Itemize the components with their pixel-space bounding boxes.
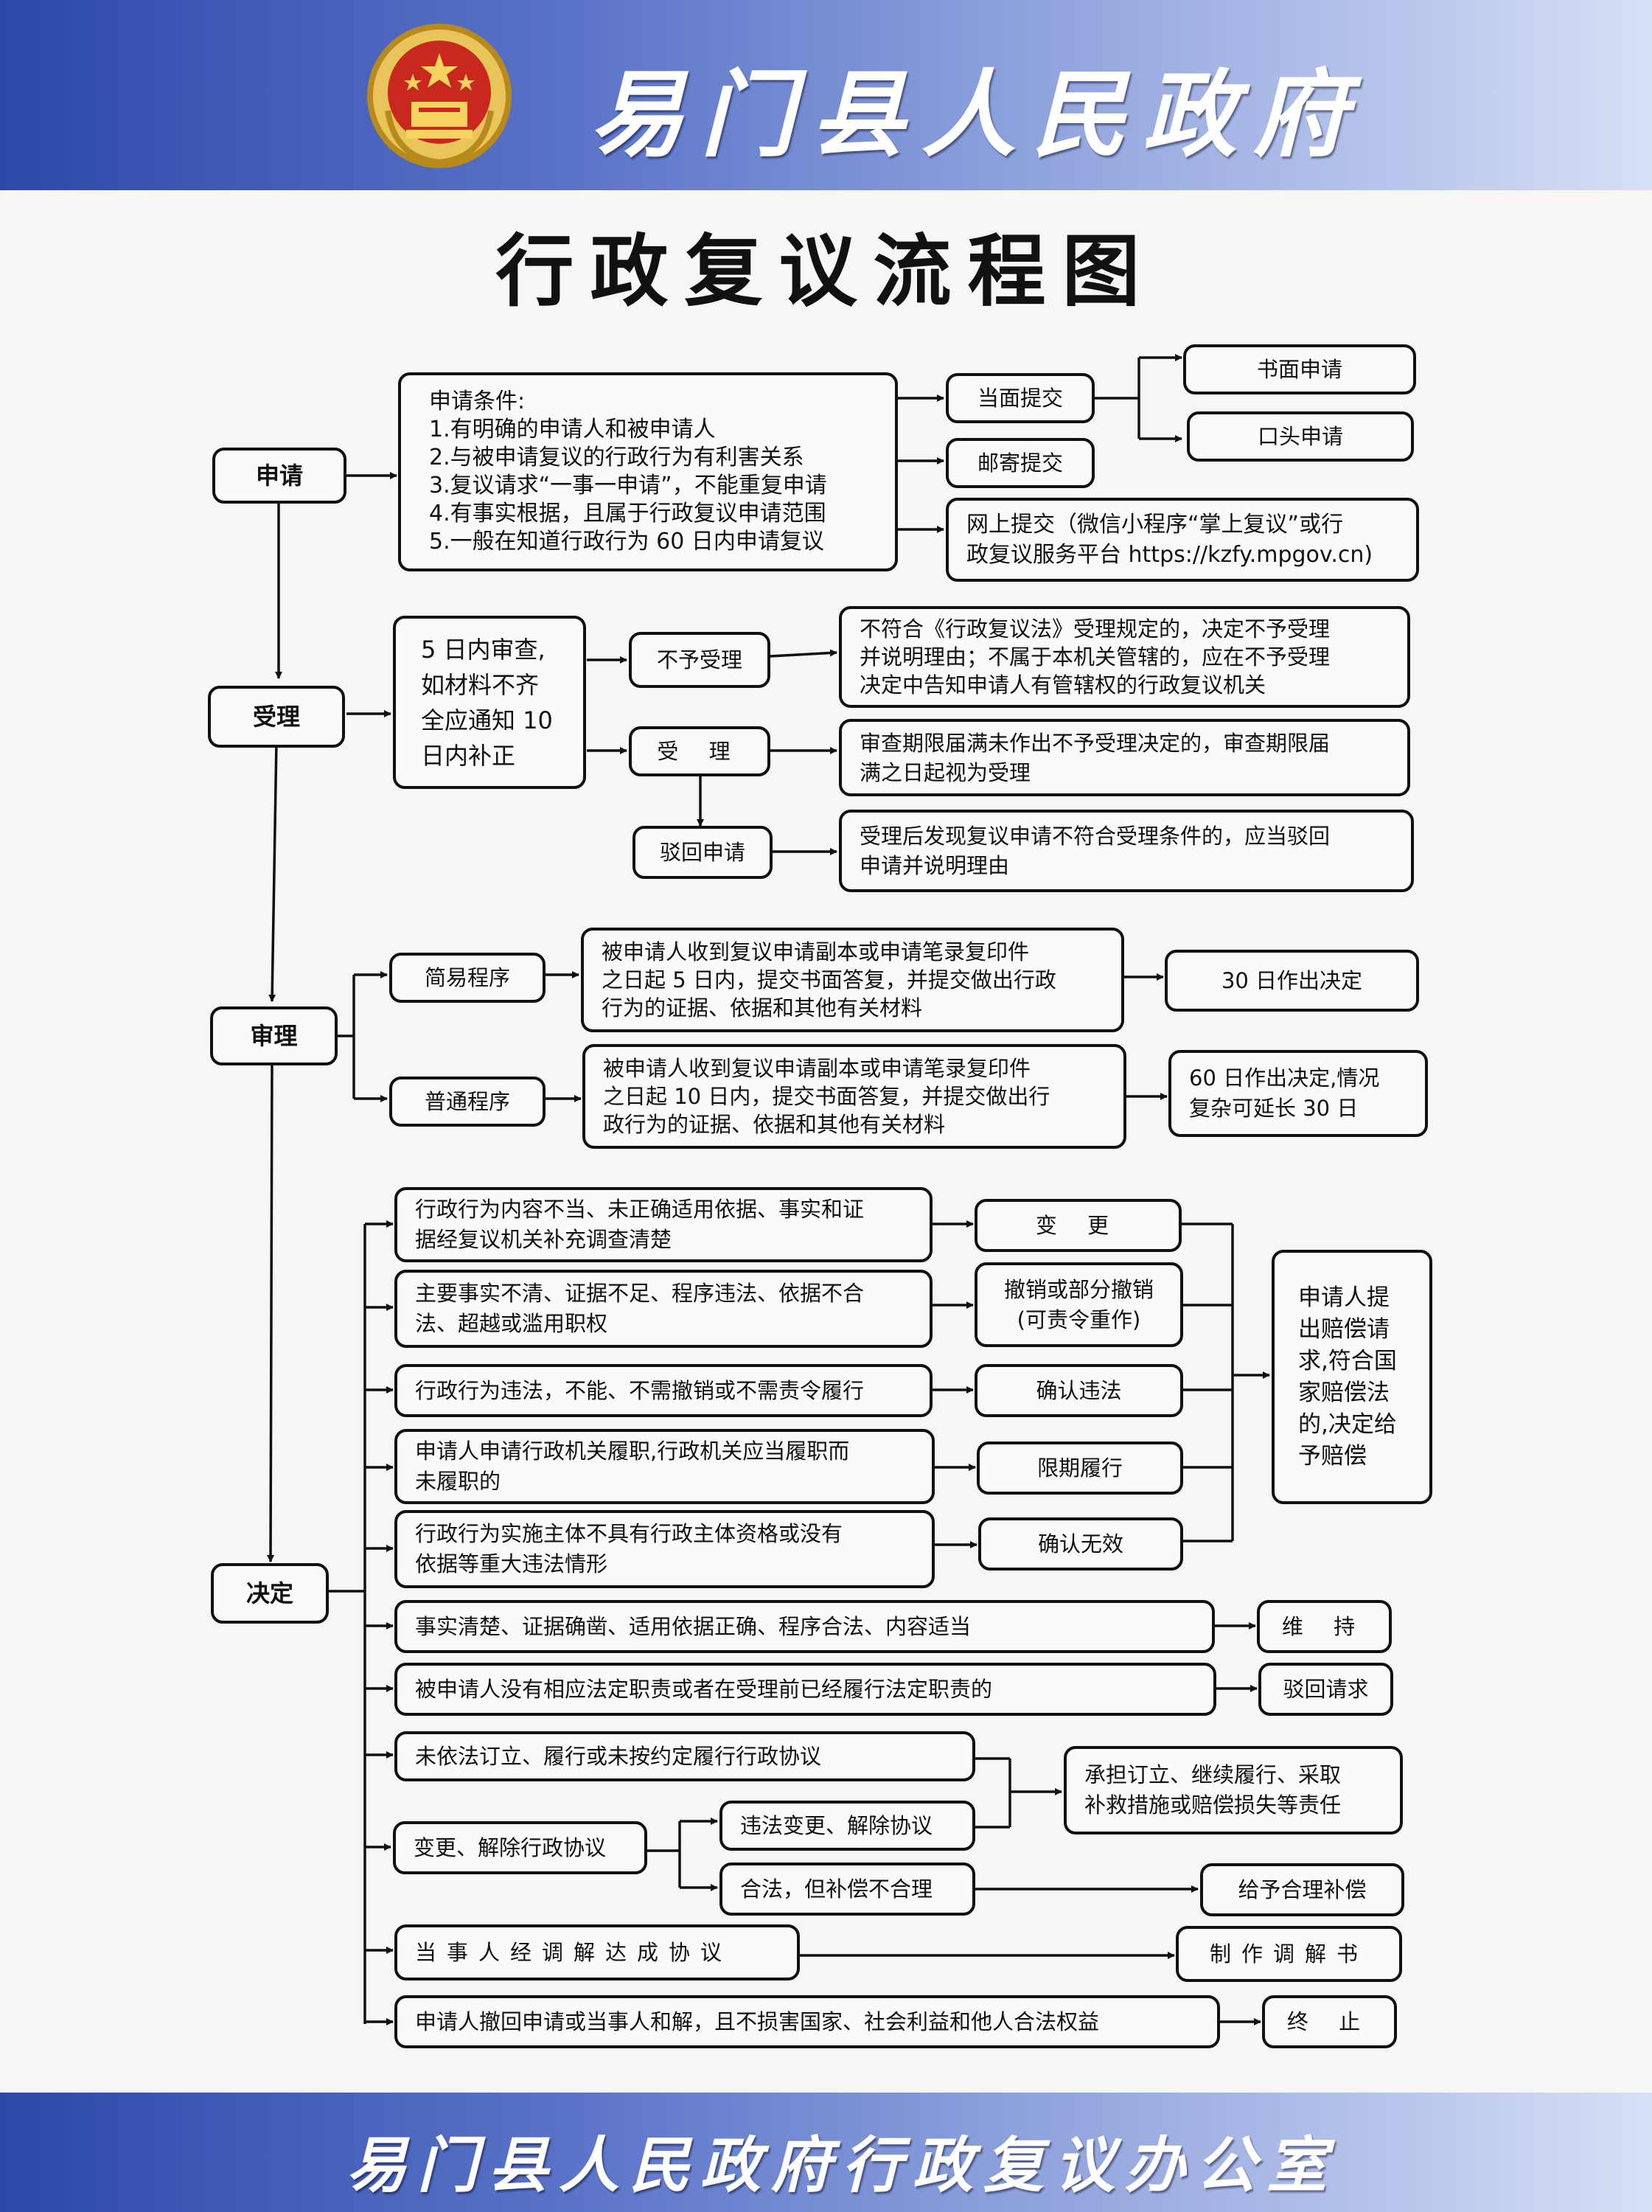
- result-change[interactable]: 变 更: [975, 1199, 1182, 1252]
- normal-procedure-note: 被申请人收到复议申请副本或申请笔录复印件 之日起 10 日内，提交书面答复，并提…: [582, 1044, 1126, 1149]
- condition-item: 2.与被申请复议的行政行为有利害关系: [429, 445, 804, 470]
- simple-procedure-result: 30 日作出决定: [1165, 950, 1419, 1012]
- stage-accept[interactable]: 受理: [208, 686, 345, 748]
- condition-mediation: 当事人经调解达成协议: [394, 1924, 800, 1980]
- condition-maintain: 事实清楚、证据确凿、适用依据正确、程序合法、内容适当: [394, 1600, 1215, 1653]
- accepted[interactable]: 受 理: [629, 726, 770, 776]
- result-confirm-invalid[interactable]: 确认无效: [978, 1517, 1183, 1571]
- oral-application[interactable]: 口头申请: [1187, 411, 1414, 462]
- not-accepted[interactable]: 不予受理: [629, 632, 770, 688]
- result-terminate[interactable]: 终 止: [1262, 1995, 1397, 2048]
- illegal-change-agreement: 违法变更、解除协议: [719, 1801, 975, 1851]
- online-submission[interactable]: 网上提交（微信小程序“掌上复议”或行 政复议服务平台 https://kzfy.…: [946, 498, 1419, 582]
- result-mediation-document[interactable]: 制作调解书: [1176, 1926, 1402, 1982]
- condition-item: 3.复议请求“一事一申请”，不能重复申请: [429, 473, 827, 498]
- dismiss-application-note: 受理后发现复议申请不符合受理条件的，应当驳回 申请并说明理由: [839, 810, 1414, 892]
- stage-review[interactable]: 审理: [210, 1006, 338, 1065]
- dismiss-application[interactable]: 驳回申请: [632, 826, 773, 879]
- result-agreement-liability[interactable]: 承担订立、继续履行、采取 补救措施或赔偿损失等责任: [1064, 1746, 1403, 1834]
- condition-item: 1.有明确的申请人和被申请人: [429, 417, 716, 442]
- condition-confirm-illegal: 行政行为违法，不能、不需撤销或不需责令履行: [394, 1364, 933, 1417]
- accepted-note: 审查期限届满未作出不予受理决定的，审查期限届 满之日起视为受理: [839, 719, 1410, 796]
- result-dismiss-request[interactable]: 驳回请求: [1258, 1663, 1393, 1716]
- condition-perform-duty: 申请人申请行政机关履职,行政机关应当履职而 未履职的: [394, 1429, 935, 1504]
- review-within-5-days: 5 日内审查, 如材料不齐 全应通知 10 日内补正: [393, 616, 586, 789]
- footer-banner: [0, 2093, 1652, 2212]
- condition-item: 4.有事实根据，且属于行政复议申请范围: [429, 501, 826, 526]
- simple-procedure[interactable]: 简易程序: [389, 953, 546, 1003]
- application-conditions: 申请条件: 1.有明确的申请人和被申请人 2.与被申请复议的行政行为有利害关系 …: [398, 372, 898, 571]
- header-banner: [0, 0, 1652, 190]
- legal-but-unfair-compensation: 合法，但补偿不合理: [719, 1863, 975, 1916]
- condition-item: 5.一般在知道行政行为 60 日内申请复议: [429, 529, 824, 554]
- office-name: 易门县人民政府行政复议办公室: [346, 2130, 1337, 2201]
- condition-revoke: 主要事实不清、证据不足、程序违法、依据不合 法、超越或滥用职权: [394, 1270, 933, 1348]
- condition-agreement-change: 变更、解除行政协议: [393, 1821, 647, 1874]
- compensation-note: 申请人提 出赔偿请 求,符合国 家赔偿法 的,决定给 予赔偿: [1272, 1250, 1432, 1504]
- written-application[interactable]: 书面申请: [1183, 344, 1416, 394]
- stage-decide[interactable]: 决定: [211, 1563, 329, 1624]
- mail-submission[interactable]: 邮寄提交: [946, 438, 1095, 488]
- result-perform-within-deadline[interactable]: 限期履行: [977, 1441, 1183, 1495]
- normal-procedure-result: 60 日作出决定,情况 复杂可延长 30 日: [1168, 1050, 1428, 1137]
- page-title: 行政复议流程图: [495, 225, 1157, 317]
- national-emblem-icon: [366, 22, 513, 170]
- condition-heading: 申请条件:: [429, 389, 526, 414]
- in-person-submission[interactable]: 当面提交: [946, 373, 1095, 423]
- condition-invalid: 行政行为实施主体不具有行政主体资格或没有 依据等重大违法情形: [394, 1510, 935, 1588]
- condition-agreement-breach: 未依法订立、履行或未按约定履行行政协议: [394, 1731, 975, 1781]
- condition-dismiss-request: 被申请人没有相应法定职责或者在受理前已经履行法定职责的: [394, 1663, 1216, 1716]
- result-revoke[interactable]: 撤销或部分撤销 (可责令重作): [975, 1262, 1183, 1347]
- result-reasonable-compensation[interactable]: 给予合理补偿: [1200, 1863, 1404, 1916]
- simple-procedure-note: 被申请人收到复议申请副本或申请笔录复印件 之日起 5 日内，提交书面答复，并提交…: [581, 928, 1124, 1032]
- result-maintain[interactable]: 维 持: [1257, 1600, 1392, 1653]
- not-accepted-note: 不符合《行政复议法》受理规定的，决定不予受理 并说明理由；不属于本机关管辖的，应…: [839, 606, 1410, 708]
- condition-change: 行政行为内容不当、未正确适用依据、事实和证 据经复议机关补充调查清楚: [394, 1187, 933, 1262]
- stage-apply[interactable]: 申请: [212, 448, 346, 504]
- government-name: 易门县人民政府: [590, 60, 1365, 170]
- result-confirm-illegal[interactable]: 确认违法: [975, 1364, 1183, 1417]
- normal-procedure[interactable]: 普通程序: [389, 1077, 546, 1127]
- condition-termination: 申请人撤回申请或当事人和解，且不损害国家、社会利益和他人合法权益: [394, 1995, 1220, 2048]
